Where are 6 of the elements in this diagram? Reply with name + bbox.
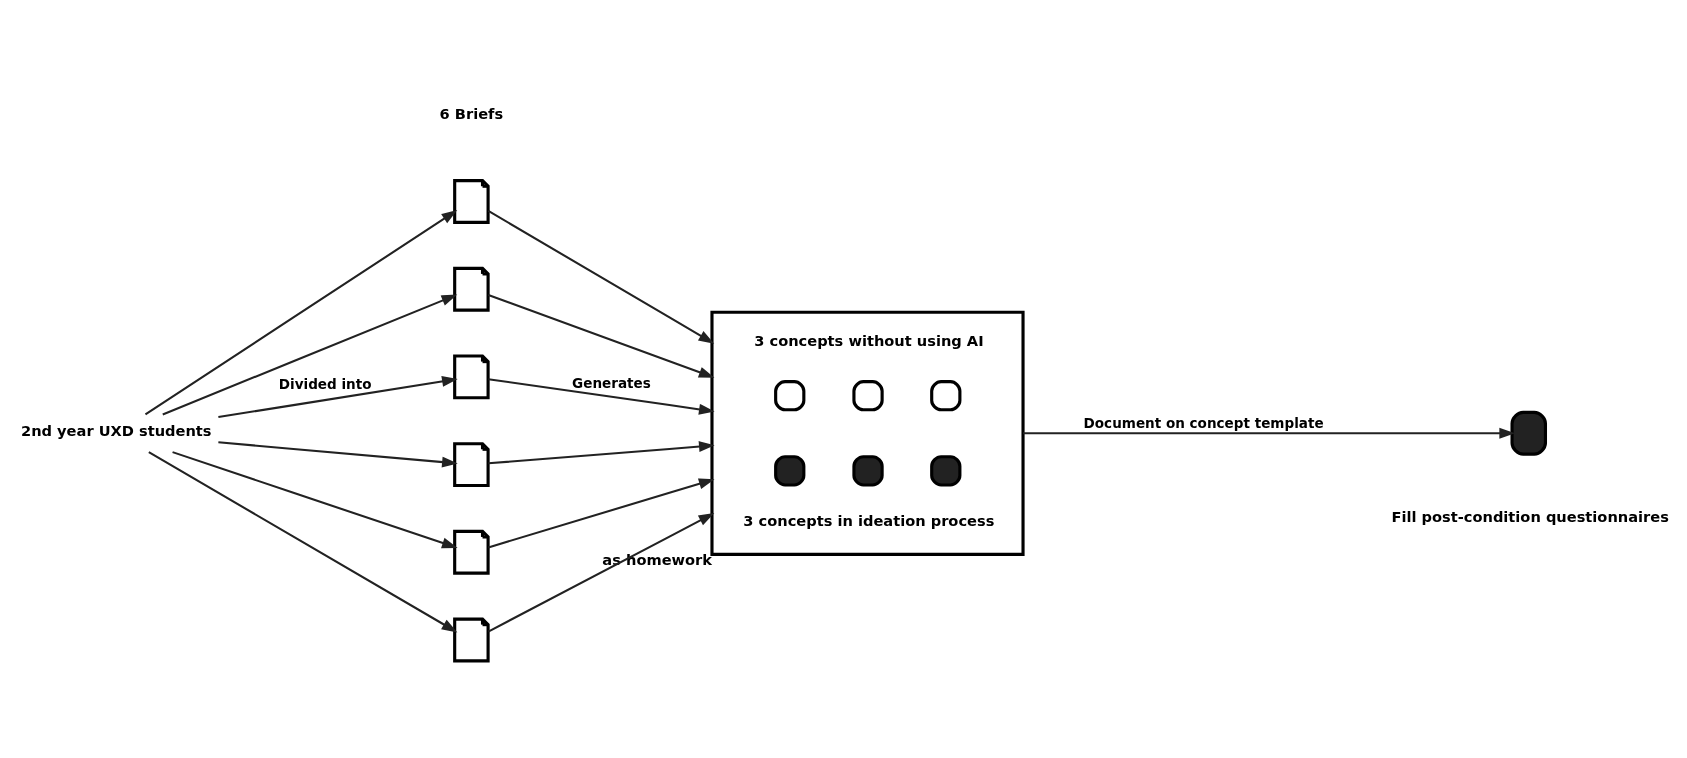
label: Fill post-condition questionnaires (1391, 507, 1669, 525)
edge-label: Divided into (278, 375, 372, 392)
label: 6 Briefs (439, 104, 504, 122)
edge-label: Generates (572, 374, 651, 391)
node-text: 2nd year UXD students (20, 422, 212, 440)
edge-label: Document on concept template (1083, 415, 1324, 432)
